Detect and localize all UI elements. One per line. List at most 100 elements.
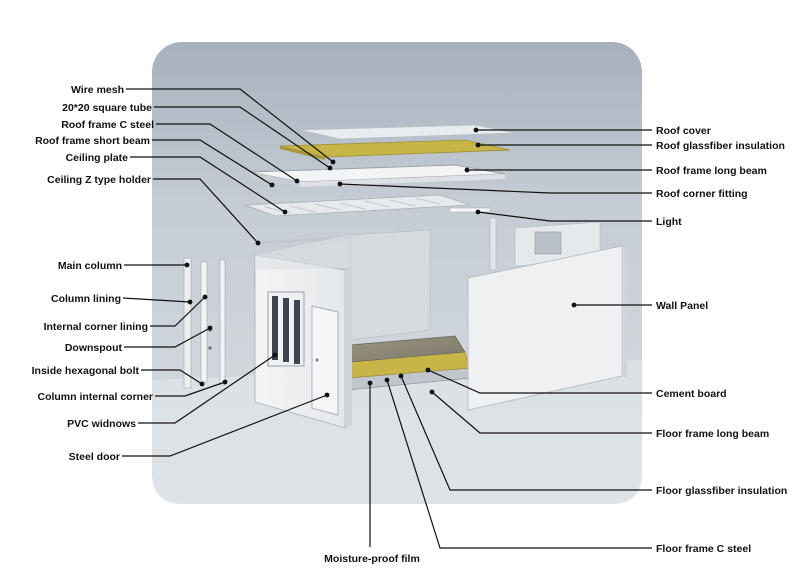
label-roof-corner-fitting: Roof corner fitting xyxy=(656,188,748,200)
steel-door-panel xyxy=(311,305,339,416)
label-roof-frame-c-steel: Roof frame C steel xyxy=(61,119,154,131)
dot-floor-frame-c-steel xyxy=(384,377,390,383)
roof-frame-edge xyxy=(250,172,300,187)
dot-wall-panel xyxy=(571,302,577,308)
label-square-tube: 20*20 square tube xyxy=(62,102,152,114)
wall-panel-right-edge xyxy=(622,246,627,378)
leader-column-internal-corner xyxy=(155,381,226,397)
label-cement-board: Cement board xyxy=(656,388,727,400)
dot-light xyxy=(475,209,481,215)
leader-floor-glassfiber xyxy=(400,375,652,491)
leader-cement-board xyxy=(427,369,652,394)
label-moisture-proof-film: Moisture-proof film xyxy=(324,553,420,565)
labels-bottom: Moisture-proof film xyxy=(324,553,420,565)
leader-light xyxy=(477,211,652,222)
leader-inside-hexagonal-bolt xyxy=(141,369,203,385)
leader-roof-corner-fitting xyxy=(339,183,652,194)
post-right xyxy=(489,217,497,271)
labels-left: Wire mesh 20*20 square tube Roof frame C… xyxy=(32,84,154,463)
label-light: Light xyxy=(656,216,682,228)
dot-column-internal-corner xyxy=(222,379,228,385)
label-wire-mesh: Wire mesh xyxy=(71,84,124,96)
ceiling-plate-panel xyxy=(244,194,471,217)
dot-floor-glassfiber xyxy=(398,373,404,379)
leader-square-tube xyxy=(154,106,331,169)
back-wall xyxy=(349,229,431,341)
back-room-window xyxy=(534,231,562,255)
label-floor-glassfiber-insulation: Floor glassfiber insulation xyxy=(656,485,787,497)
leader-pvc-windows xyxy=(138,354,276,424)
dot-roof-frame-short-beam xyxy=(269,182,275,188)
label-pvc-windows: PVC widnows xyxy=(67,418,136,430)
leader-floor-frame-long-beam xyxy=(431,391,652,434)
column-lining-post xyxy=(200,261,208,383)
dot-ceiling-plate xyxy=(282,209,288,215)
label-inside-hexagonal-bolt: Inside hexagonal bolt xyxy=(32,365,140,377)
dot-cement-board xyxy=(425,367,431,373)
label-roof-cover: Roof cover xyxy=(656,125,711,137)
leader-wire-mesh xyxy=(126,88,334,163)
dot-downspout xyxy=(207,325,213,331)
label-internal-corner-lining: Internal corner lining xyxy=(44,321,148,333)
label-wall-panel: Wall Panel xyxy=(656,300,708,312)
dot-moisture-proof-film xyxy=(367,380,373,386)
leader-ceiling-plate xyxy=(130,156,286,213)
dot-steel-door xyxy=(324,392,330,398)
dot-roof-frame-long-beam xyxy=(464,167,470,173)
label-column-internal-corner: Column internal corner xyxy=(37,391,153,403)
dot-pvc-windows xyxy=(272,352,278,358)
dot-main-column xyxy=(184,262,190,268)
dot-roof-glassfiber xyxy=(475,142,481,148)
label-ceiling-plate: Ceiling plate xyxy=(66,152,129,164)
leader-ceiling-z-holder xyxy=(153,178,259,244)
roof-glassfiber-layer xyxy=(279,139,511,158)
main-column-post xyxy=(183,257,192,389)
label-ceiling-z-holder: Ceiling Z type holder xyxy=(47,174,151,186)
light-fixture xyxy=(449,207,491,213)
label-roof-frame-long-beam: Roof frame long beam xyxy=(656,165,767,177)
label-roof-glassfiber-insulation: Roof glassfiber insulation xyxy=(656,140,785,152)
label-column-lining: Column lining xyxy=(51,293,121,305)
leader-column-lining xyxy=(122,297,191,303)
leader-lines xyxy=(122,88,652,549)
window-pane-2 xyxy=(283,298,289,362)
label-floor-frame-c-steel: Floor frame C steel xyxy=(656,543,751,555)
window-pane-3 xyxy=(294,300,300,364)
leader-internal-corner-lining xyxy=(150,296,206,327)
side-wall-left xyxy=(255,235,350,270)
dot-roof-corner-fitting xyxy=(337,181,343,187)
roof-frame-edge-long xyxy=(300,174,505,187)
dot-ceiling-z-holder xyxy=(255,240,261,246)
dot-floor-frame-long-beam xyxy=(429,389,435,395)
ceiling-plate-ribs xyxy=(264,197,441,214)
front-wall xyxy=(254,235,352,429)
bolt-dot-2 xyxy=(208,346,212,350)
label-downspout: Downspout xyxy=(65,342,123,354)
leader-steel-door xyxy=(122,394,328,457)
labels-right: Roof cover Roof glassfiber insulation Ro… xyxy=(656,125,787,555)
dot-inside-hexagonal-bolt xyxy=(199,381,205,387)
leader-floor-frame-c-steel xyxy=(386,379,652,549)
pvc-windows-group xyxy=(267,291,305,367)
dot-internal-corner-lining xyxy=(202,294,208,300)
front-wall-side xyxy=(345,268,352,428)
label-steel-door: Steel door xyxy=(69,451,120,463)
leader-roof-frame-short-beam xyxy=(152,139,273,186)
door-handle xyxy=(315,358,319,362)
dot-column-lining xyxy=(187,299,193,305)
label-roof-frame-short-beam: Roof frame short beam xyxy=(35,135,150,147)
leader-dots xyxy=(184,127,577,398)
leader-roof-frame-c-steel xyxy=(156,123,298,182)
dot-square-tube xyxy=(327,165,333,171)
roof-cover-panel xyxy=(299,124,516,140)
label-main-column: Main column xyxy=(58,260,122,272)
dot-roof-frame-c-steel xyxy=(294,178,300,184)
dot-wire-mesh xyxy=(330,159,336,165)
window-pane-1 xyxy=(272,296,278,360)
internal-corner-post xyxy=(219,259,226,386)
label-floor-frame-long-beam: Floor frame long beam xyxy=(656,428,769,440)
window-frame xyxy=(267,291,305,367)
dot-roof-cover xyxy=(473,127,479,133)
leader-downspout xyxy=(124,327,211,348)
